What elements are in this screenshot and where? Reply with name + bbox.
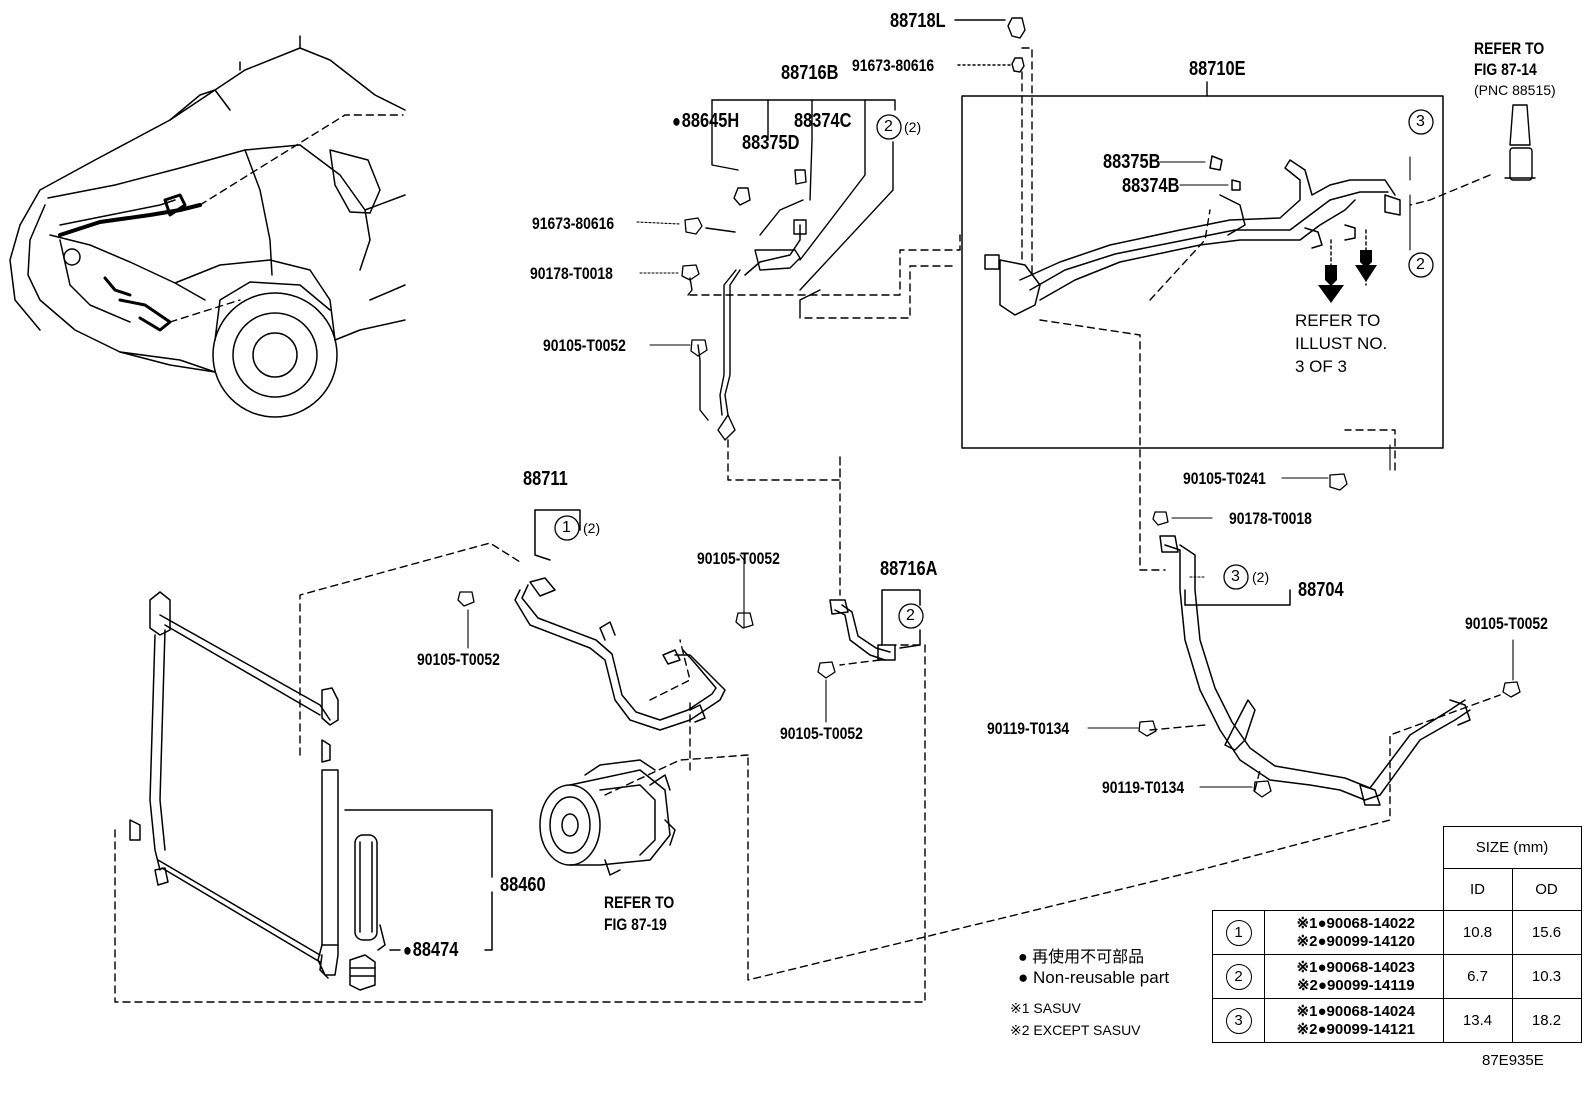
label-88710E[interactable]: 88710E [1189, 58, 1246, 80]
label-88374B[interactable]: 88374B [1122, 175, 1180, 197]
size-id: 13.4 [1442, 998, 1513, 1043]
size-id: 10.8 [1442, 910, 1513, 955]
label-88711[interactable]: 88711 [523, 468, 568, 490]
top-fittings [954, 17, 1026, 73]
part-number[interactable]: ※1●90068-14024 [1296, 1002, 1415, 1020]
part-number[interactable]: ※1●90068-14022 [1296, 914, 1415, 932]
label-90178-T0018-b[interactable]: 90178-T0018 [1229, 509, 1312, 528]
diagram-code: 87E935E [1482, 1052, 1544, 1069]
label-88374C[interactable]: 88374C [794, 110, 852, 132]
refer-fig-87-19-line1: REFER TO [604, 893, 675, 912]
label-leaders [467, 156, 1514, 788]
pipe-88704 [1159, 535, 1471, 806]
circle-ref-3-b: 3 [1231, 568, 1240, 585]
label-88375B[interactable]: 88375B [1103, 151, 1161, 173]
refer-fig-87-14-line2[interactable]: FIG 87-14 [1474, 60, 1537, 79]
group-box-88710E [961, 95, 1444, 449]
part-number[interactable]: ※2●90099-14119 [1296, 976, 1415, 994]
refer-fig-87-14-line3: (PNC 88515) [1474, 82, 1556, 98]
part-number[interactable]: ※2●90099-14121 [1296, 1020, 1415, 1038]
refer-arrow-dashes [1330, 229, 1367, 301]
label-90178-T0018-a[interactable]: 90178-T0018 [530, 264, 613, 283]
part-88515 [1504, 104, 1536, 181]
part-number[interactable]: ※2●90099-14120 [1296, 932, 1415, 950]
circle-qty-a: (2) [904, 119, 922, 135]
oring-ref-circles [554, 109, 1434, 629]
oring-size-table: SIZE (mm) ID OD 1 ※1●90068-14022※2●90099… [1212, 826, 1582, 1043]
row-ref-circle: 2 [1225, 963, 1252, 990]
label-88716A[interactable]: 88716A [880, 558, 938, 580]
refer-fig-87-14-line1: REFER TO [1474, 39, 1545, 58]
pipe-88716B [687, 99, 896, 441]
size-id: 6.7 [1442, 954, 1513, 999]
label-88716B[interactable]: 88716B [781, 62, 839, 84]
label-90119-T0134-b[interactable]: 90119-T0134 [1102, 778, 1185, 797]
label-88375D[interactable]: 88375D [742, 132, 800, 154]
pipe-88710E [984, 155, 1401, 316]
dashed-leaders [114, 47, 1501, 1003]
size-table-title: SIZE (mm) [1442, 826, 1582, 869]
label-88645H[interactable]: 88645H [672, 111, 739, 131]
legend-jp: ● 再使用不可部品 [1018, 943, 1144, 967]
condenser [129, 591, 493, 991]
circle-ref-3-a: 3 [1416, 113, 1425, 130]
part-number[interactable]: ※1●90068-14023 [1296, 958, 1415, 976]
label-88718L[interactable]: 88718L [890, 10, 946, 32]
circle-qty-b: (2) [583, 520, 601, 536]
circle-qty-c: (2) [1252, 569, 1270, 585]
legend-jp-text: 再使用不可部品 [1032, 949, 1145, 966]
refer-fig-87-19-line2[interactable]: FIG 87-19 [604, 915, 667, 934]
refer-illust-line2[interactable]: ILLUST NO. [1295, 334, 1388, 353]
bullet-icon: ● [1018, 968, 1029, 987]
label-88460[interactable]: 88460 [500, 874, 546, 896]
size-table-col-id: ID [1442, 868, 1513, 911]
label-90105-T0052-e[interactable]: 90105-T0052 [1465, 614, 1548, 633]
label-91673-80616-left[interactable]: 91673-80616 [532, 214, 615, 233]
legend-note1: ※1 SASUV [1010, 1000, 1081, 1016]
label-90105-T0241[interactable]: 90105-T0241 [1183, 469, 1266, 488]
size-od: 18.2 [1511, 998, 1582, 1043]
row-ref-circle: 1 [1225, 919, 1252, 946]
legend-note2: ※2 EXCEPT SASUV [1010, 1022, 1141, 1038]
bolts [457, 217, 1521, 798]
size-table-row: 2 ※1●90068-14023※2●90099-14119 6.7 10.3 [1212, 954, 1582, 999]
size-od: 10.3 [1511, 954, 1582, 999]
refer-illust-line1: REFER TO [1295, 311, 1381, 330]
label-90105-T0052-c[interactable]: 90105-T0052 [697, 549, 780, 568]
row-ref-circle: 3 [1225, 1007, 1252, 1034]
circle-ref-1: 1 [562, 519, 571, 536]
label-90105-T0052-d[interactable]: 90105-T0052 [780, 724, 863, 743]
label-90105-T0052-a[interactable]: 90105-T0052 [543, 336, 626, 355]
bullet-icon: ● [1018, 949, 1028, 966]
legend-en-text: Non-reusable part [1033, 968, 1170, 987]
label-88704[interactable]: 88704 [1298, 579, 1344, 601]
pipe-88711 [514, 509, 726, 731]
legend-en: ● Non-reusable part [1018, 968, 1169, 988]
label-90105-T0052-b[interactable]: 90105-T0052 [417, 650, 500, 669]
circle-ref-2-b: 2 [906, 607, 915, 624]
refer-illust-line3: 3 OF 3 [1295, 357, 1347, 376]
pipe-88716A [829, 589, 921, 661]
label-88474[interactable]: 88474 [403, 940, 459, 960]
size-table-row: 3 ※1●90068-14024※2●90099-14121 13.4 18.2 [1212, 998, 1582, 1043]
size-table-col-od: OD [1511, 868, 1582, 911]
size-od: 15.6 [1511, 910, 1582, 955]
compressor [539, 759, 676, 876]
vehicle-sketch [9, 35, 406, 418]
label-91673-80616-top[interactable]: 91673-80616 [852, 56, 935, 75]
size-table-row: 1 ※1●90068-14022※2●90099-14120 10.8 15.6 [1212, 910, 1582, 955]
label-90119-T0134-a[interactable]: 90119-T0134 [987, 719, 1070, 738]
circle-ref-2-a: 2 [884, 118, 893, 135]
circle-ref-2-c: 2 [1416, 256, 1425, 273]
refer-arrows [1318, 250, 1377, 303]
